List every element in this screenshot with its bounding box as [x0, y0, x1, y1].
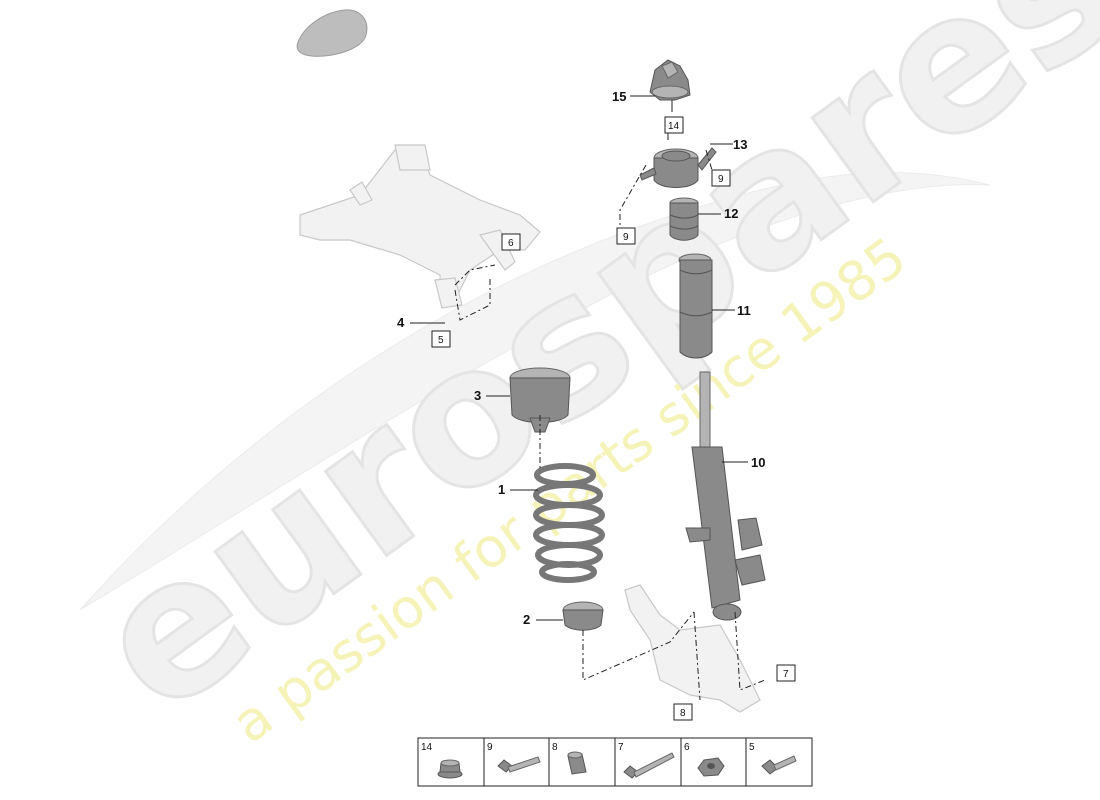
svg-text:5: 5: [438, 335, 444, 346]
svg-text:6: 6: [684, 742, 690, 753]
svg-text:6: 6: [508, 238, 514, 249]
svg-text:8: 8: [680, 708, 686, 719]
part-12-bump-stop: [669, 197, 699, 241]
boxed-ref-6: 6: [501, 233, 521, 251]
fastener-legend: 14 9 8 7: [417, 737, 813, 787]
callout-3: 3: [474, 388, 481, 403]
watermark-brand: eurospares: [57, 0, 1100, 756]
boxed-ref-9-upper: 9: [711, 169, 731, 187]
svg-text:9: 9: [623, 232, 629, 243]
watermark-swoosh: [79, 172, 991, 611]
watermark: eurospares a passion for parts since 198…: [55, 0, 1100, 758]
flange-nut-icon: [437, 759, 463, 779]
bushing-nut-icon: [567, 751, 587, 775]
part-13-strut-mount: [639, 147, 717, 188]
short-bolt-icon: [761, 755, 797, 775]
svg-text:9: 9: [487, 742, 493, 753]
legend-cell-5: 5: [749, 742, 797, 775]
legend-cell-6: 6: [684, 742, 725, 777]
callout-10: 10: [751, 455, 765, 470]
boxed-ref-7: 7: [776, 664, 796, 682]
lower-control-arm-ghost: [624, 584, 761, 713]
legend-cell-8: 8: [552, 742, 587, 775]
svg-text:5: 5: [749, 742, 755, 753]
part-3-upper-spring-seat: [509, 367, 571, 433]
long-bolt-icon: [623, 752, 675, 779]
callout-2: 2: [523, 612, 530, 627]
callout-12: 12: [724, 206, 738, 221]
legend-cell-14: 14: [421, 742, 463, 779]
svg-text:8: 8: [552, 742, 558, 753]
boxed-ref-8: 8: [673, 703, 693, 721]
callout-13: 13: [733, 137, 747, 152]
svg-text:9: 9: [718, 174, 724, 185]
legend-cell-7: 7: [618, 742, 675, 779]
svg-text:7: 7: [783, 669, 789, 680]
svg-text:14: 14: [668, 121, 680, 132]
boxed-ref-14: 14: [664, 116, 684, 134]
vehicle-silhouette-icon: [296, 9, 368, 57]
callout-1: 1: [498, 482, 505, 497]
boxed-ref-9-lower: 9: [616, 227, 636, 245]
part-15-top-mount-bracket: [649, 59, 691, 101]
hex-nut-icon: [697, 757, 725, 777]
callout-15: 15: [612, 89, 626, 104]
rear-subframe-ghost: [299, 144, 541, 309]
callout-11: 11: [737, 303, 751, 318]
flange-bolt-icon: [497, 756, 541, 773]
assembly-lines: [454, 149, 766, 701]
svg-text:7: 7: [618, 742, 624, 753]
part-10-shock-absorber: [685, 371, 766, 621]
callout-4: 4: [397, 315, 405, 330]
part-1-coil-spring: [533, 463, 605, 583]
boxed-ref-5: 5: [431, 330, 451, 348]
svg-text:14: 14: [421, 742, 433, 753]
part-11-dust-boot: [678, 253, 713, 359]
part-2-lower-spring-pad: [562, 601, 604, 631]
legend-cell-9: 9: [487, 742, 541, 773]
